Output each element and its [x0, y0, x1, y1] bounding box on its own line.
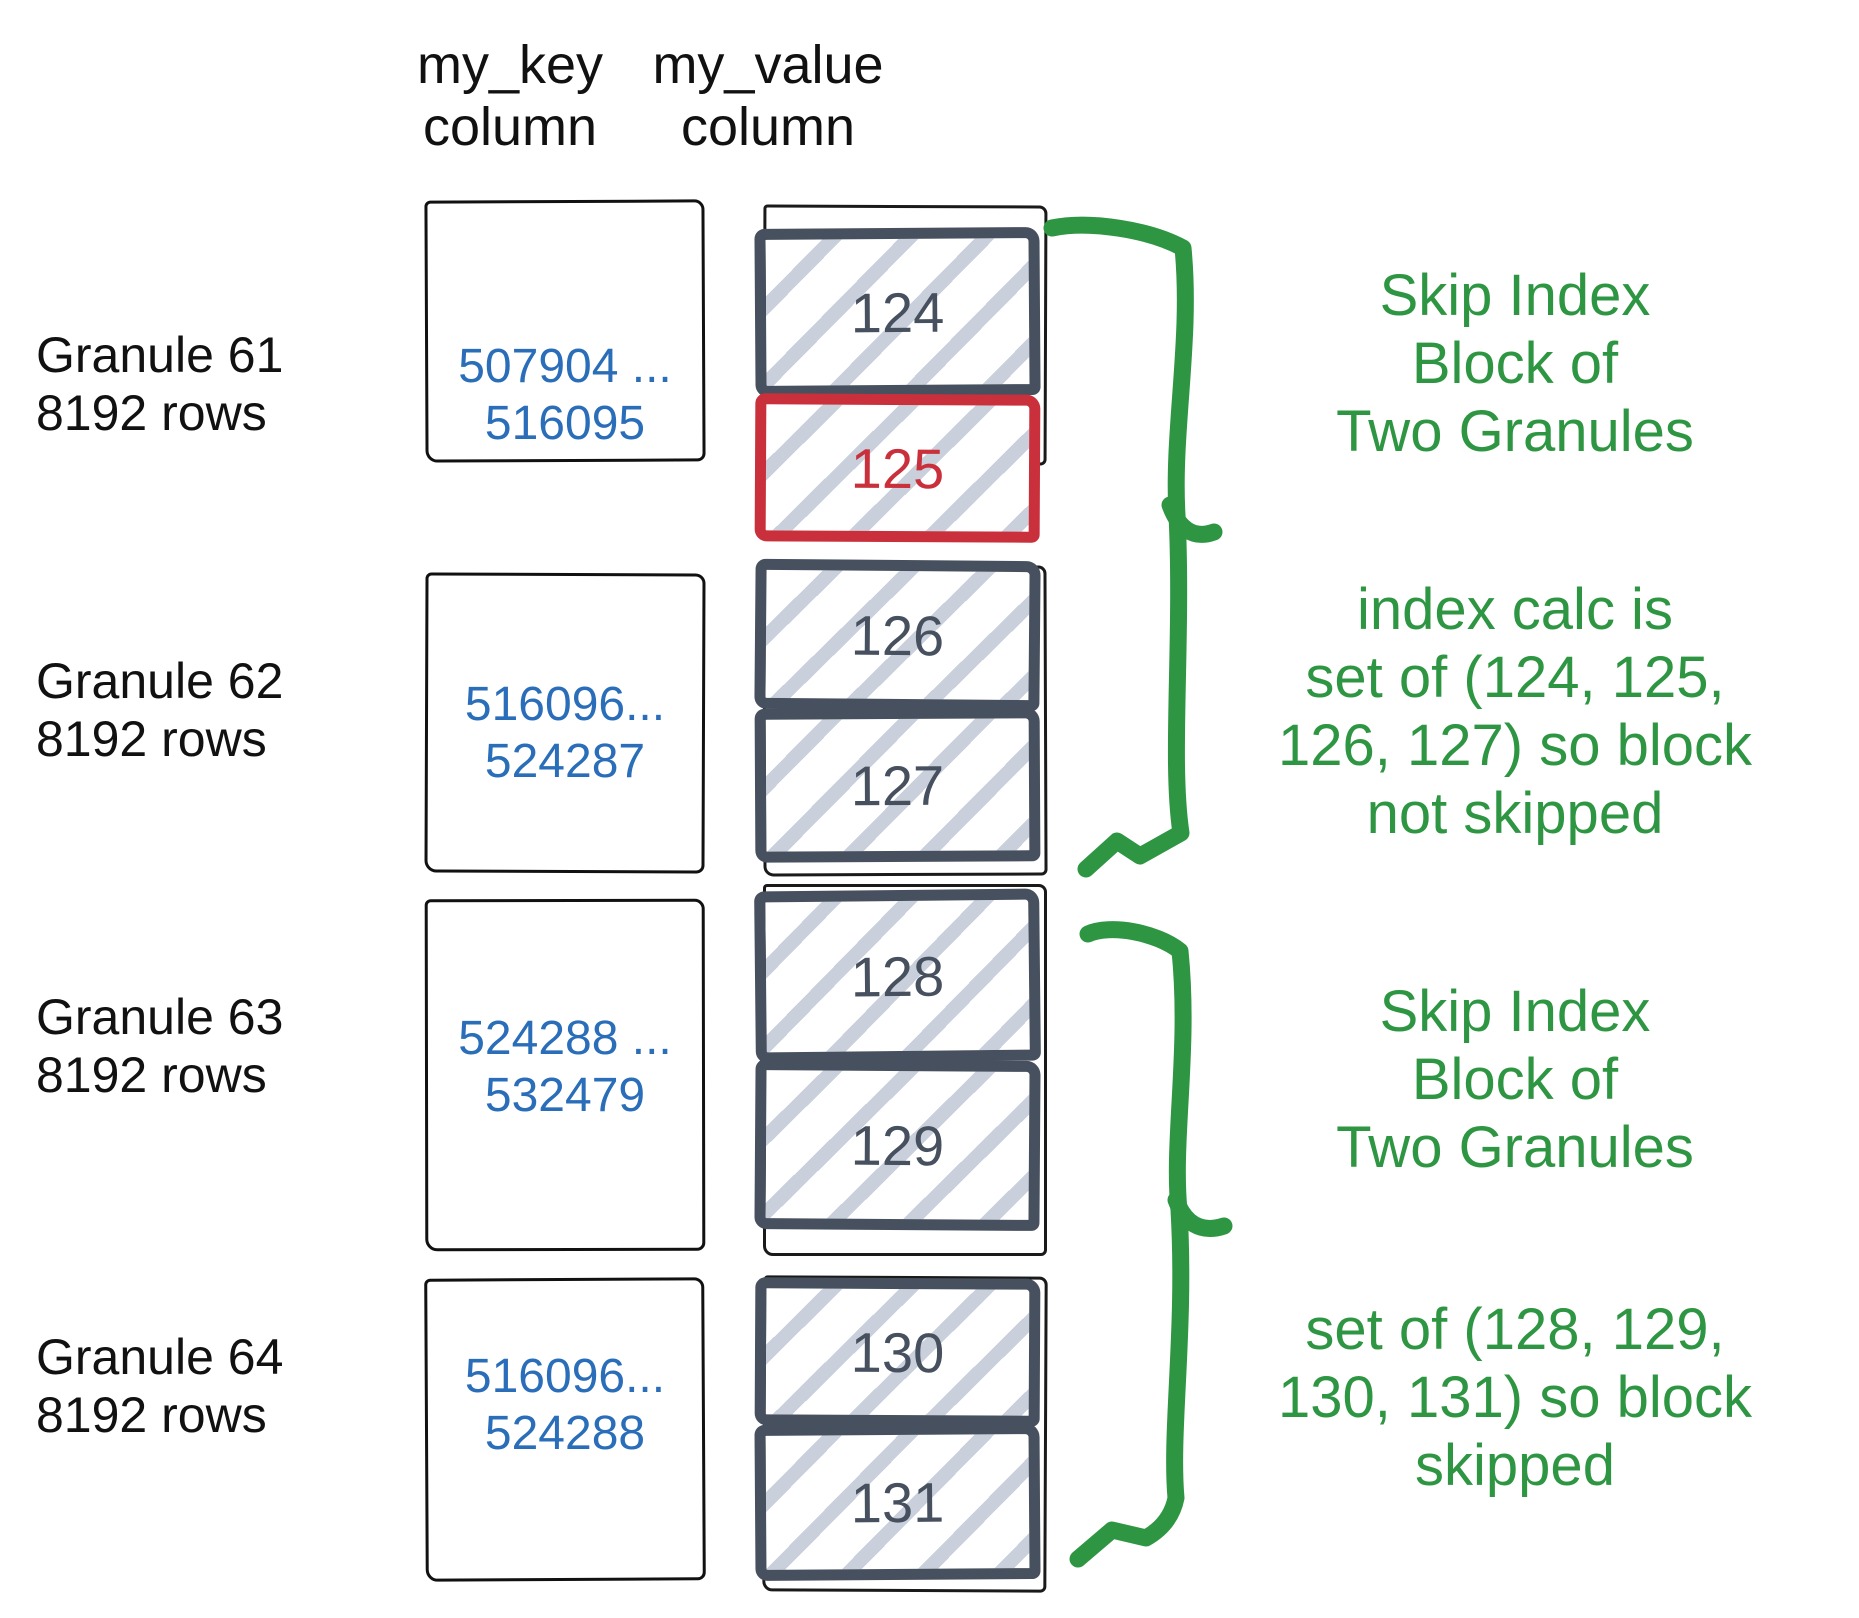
- skip-block-brace-1: [1043, 216, 1194, 878]
- granule-64-label: Granule 64 8192 rows: [36, 1328, 326, 1444]
- granule-63-name: Granule 63: [36, 989, 284, 1045]
- granule-64-rows: 8192 rows: [36, 1387, 267, 1443]
- granule-63-label: Granule 63 8192 rows: [36, 988, 326, 1104]
- annotation-2-line3: 126, 127) so block: [1278, 713, 1752, 778]
- granule-62-rows: 8192 rows: [36, 711, 267, 767]
- annotation-1-line2: Block of: [1411, 331, 1619, 396]
- value-block-129: 129: [754, 1059, 1041, 1231]
- annotation-index-calc-skipped: set of (128, 129, 130, 131) so block ski…: [1200, 1296, 1830, 1500]
- granule-63-rows: 8192 rows: [36, 1047, 267, 1103]
- skip-block-brace-1-tick: [1161, 496, 1223, 543]
- granule-61-rows: 8192 rows: [36, 385, 267, 441]
- annotation-2-line2: set of (124, 125,: [1305, 645, 1725, 710]
- granule-61-key-min: 507904 ...: [458, 340, 672, 393]
- granule-63-key-min: 524288 ...: [458, 1012, 672, 1065]
- annotation-4-line3: skipped: [1415, 1433, 1615, 1498]
- annotation-4-line2: 130, 131) so block: [1278, 1365, 1752, 1430]
- value-column-header-line1: my_value: [652, 35, 884, 95]
- value-block-130: 130: [754, 1277, 1041, 1427]
- granule-62-key-max: 524287: [484, 735, 646, 788]
- annotation-skip-block-2: Skip Index Block of Two Granules: [1200, 978, 1830, 1182]
- value-block-124: 124: [754, 227, 1041, 397]
- annotation-2-line1: index calc is: [1357, 577, 1673, 642]
- granule-61-name: Granule 61: [36, 327, 284, 383]
- value-block-128: 128: [754, 888, 1041, 1064]
- granule-64-key-max: 524288: [484, 1407, 646, 1460]
- granule-64-key-min: 516096...: [464, 1350, 666, 1403]
- value-block-131: 131: [754, 1423, 1041, 1581]
- annotation-1-line3: Two Granules: [1336, 399, 1694, 464]
- key-column-header: my_key column: [310, 34, 710, 158]
- granule-61-key-max: 516095: [484, 397, 646, 450]
- value-column-header: my_value column: [568, 34, 968, 158]
- granule-61-key-range: 507904 ... 516095: [425, 338, 705, 452]
- key-column-header-line2: column: [422, 97, 598, 157]
- granule-62-name: Granule 62: [36, 653, 284, 709]
- annotation-4-line1: set of (128, 129,: [1305, 1297, 1725, 1362]
- value-block-125-highlighted: 125: [754, 393, 1041, 543]
- granule-63-key-range: 524288 ... 532479: [425, 1010, 705, 1124]
- annotation-2-line4: not skipped: [1366, 781, 1664, 846]
- granule-62-key-range: 516096... 524287: [425, 676, 705, 790]
- annotation-1-line1: Skip Index: [1379, 263, 1651, 328]
- skip-block-brace-2-tick: [1167, 1191, 1233, 1237]
- annotation-skip-block-1: Skip Index Block of Two Granules: [1200, 262, 1830, 466]
- granule-62-key-min: 516096...: [464, 678, 666, 731]
- annotation-index-calc-not-skipped: index calc is set of (124, 125, 126, 127…: [1200, 576, 1830, 848]
- granule-64-name: Granule 64: [36, 1329, 284, 1385]
- granule-62-label: Granule 62 8192 rows: [36, 652, 326, 768]
- value-block-127: 127: [754, 707, 1041, 863]
- annotation-3-line1: Skip Index: [1379, 979, 1651, 1044]
- value-column-header-line2: column: [680, 97, 856, 157]
- annotation-3-line2: Block of: [1411, 1047, 1619, 1112]
- granule-64-key-range: 516096... 524288: [425, 1348, 705, 1462]
- annotation-3-line3: Two Granules: [1336, 1115, 1694, 1180]
- skip-block-brace-2: [1069, 921, 1192, 1568]
- value-block-126: 126: [754, 558, 1041, 712]
- granule-61-label: Granule 61 8192 rows: [36, 326, 326, 442]
- granule-63-key-max: 532479: [484, 1069, 646, 1122]
- key-column-header-line1: my_key: [416, 35, 604, 95]
